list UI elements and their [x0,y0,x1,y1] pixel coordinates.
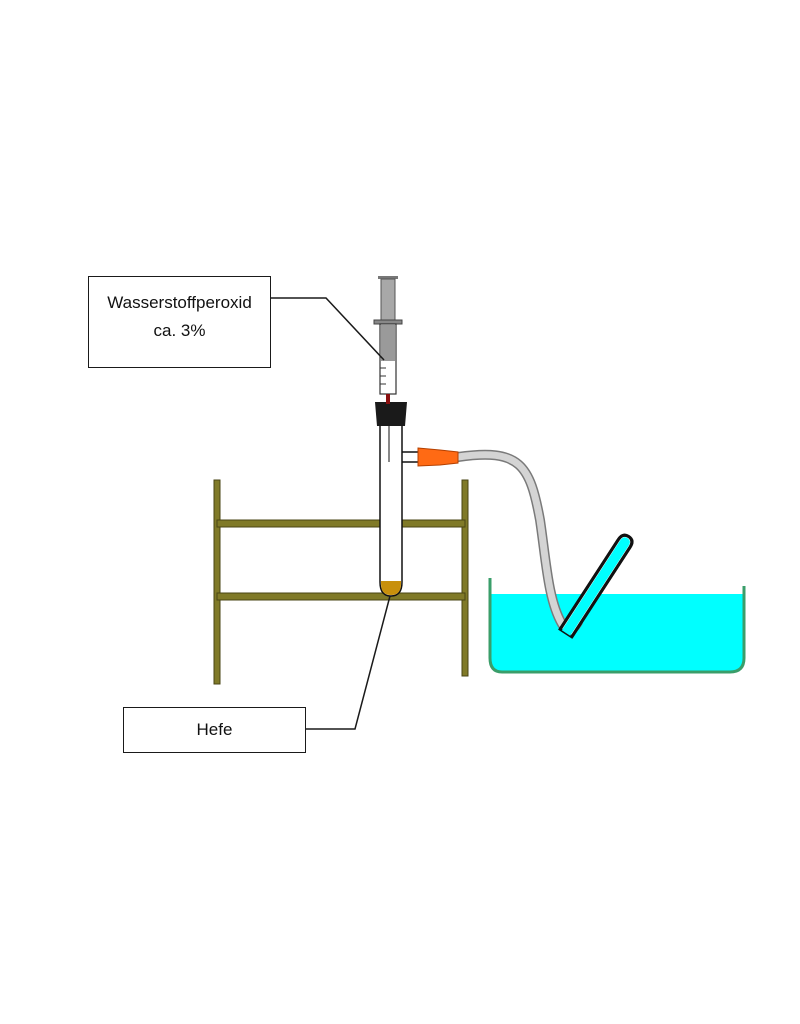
stopper [375,402,407,426]
water [490,594,744,672]
label-hydrogen-peroxide: Wasserstoffperoxid ca. 3% [88,276,271,368]
label-hydrogen-peroxide-line2: ca. 3% [153,321,206,340]
leader-line-yeast [306,595,391,730]
syringe-icon [373,276,403,404]
stand-upper-bar [216,519,466,528]
collection-tube-icon [558,533,634,639]
test-tube-icon [375,402,459,597]
stand-icon [213,479,469,685]
stand-lower-bar [216,592,466,601]
water-basin-icon [488,578,746,674]
label-hydrogen-peroxide-line1: Wasserstoffperoxid [107,293,252,312]
label-yeast-text: Hefe [196,720,233,739]
label-yeast: Hefe [123,707,306,753]
connector [417,447,459,467]
basin-wall [488,578,746,674]
stand-right-post [461,479,469,677]
stand-left-post [213,479,221,685]
leader-line-peroxide [271,297,385,361]
yeast [381,581,401,595]
